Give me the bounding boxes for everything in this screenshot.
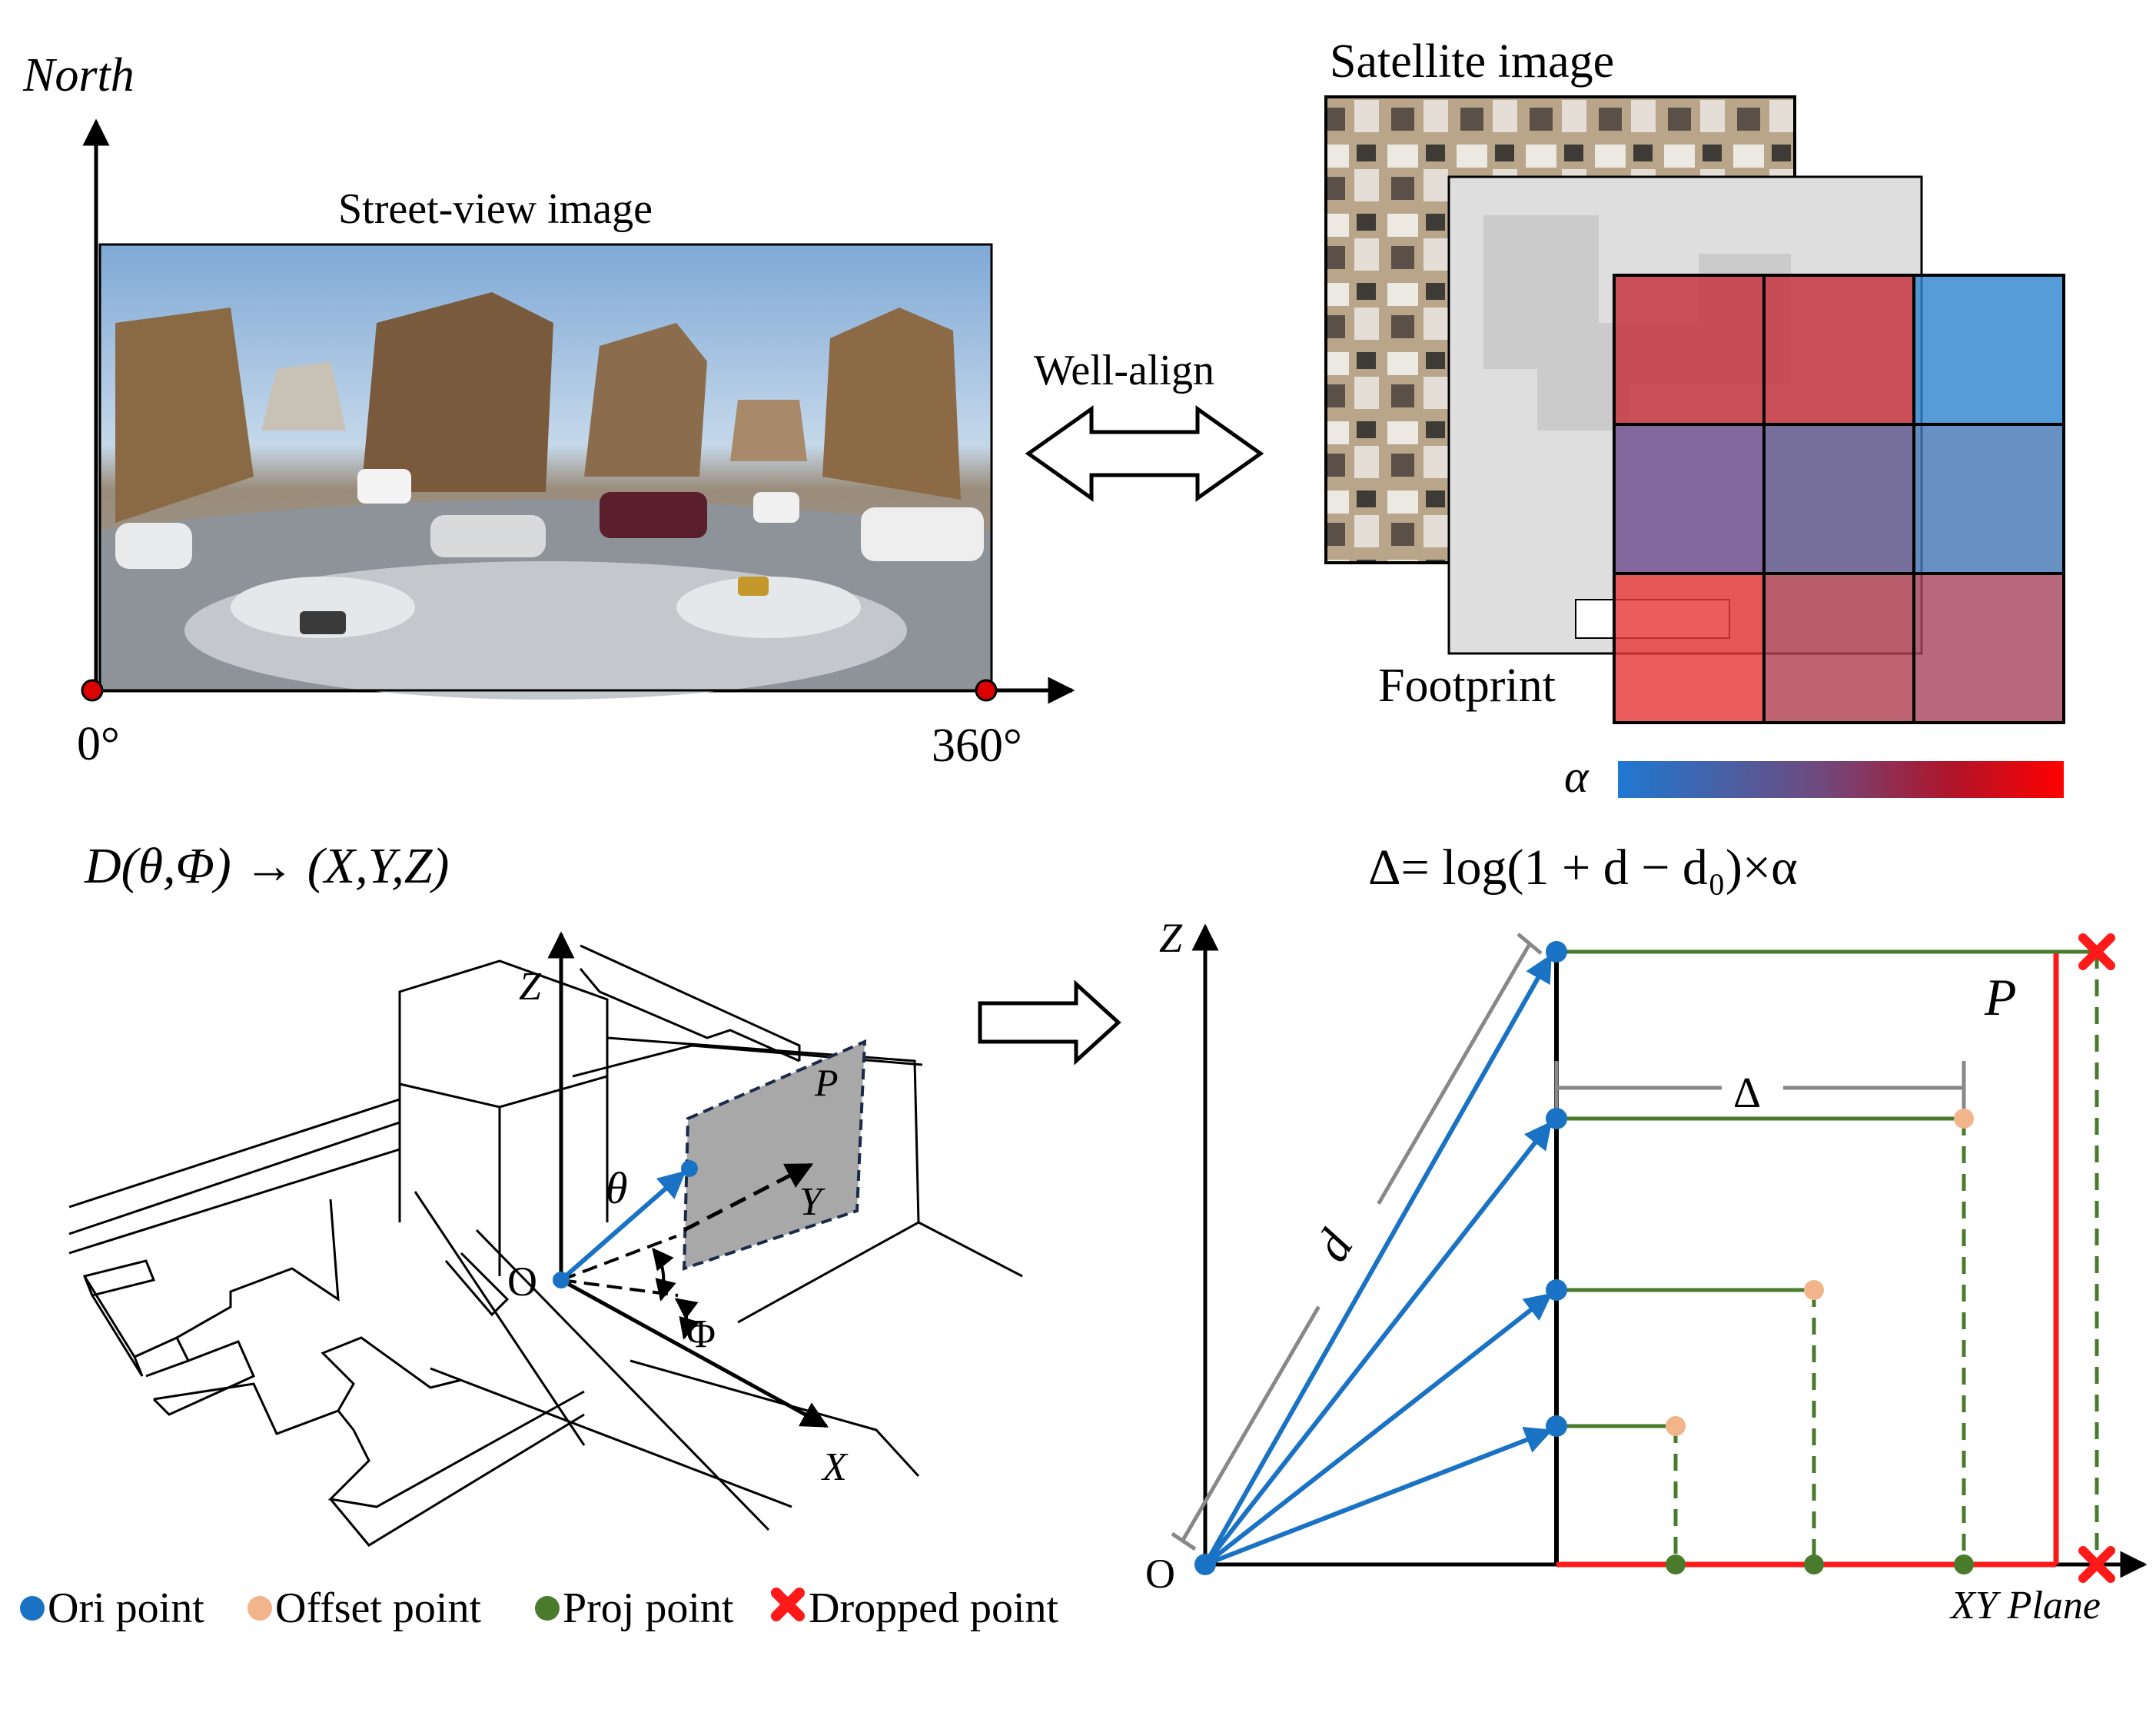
proj-point xyxy=(1954,1554,1974,1574)
building-wireframe xyxy=(68,944,1023,1547)
right-arrow-icon xyxy=(978,979,1121,1066)
ray-arrow xyxy=(1203,1121,1553,1566)
offset-point xyxy=(1804,1280,1824,1300)
grid-cell xyxy=(1762,423,1915,575)
d-measure-tick-bottom xyxy=(1171,1531,1197,1551)
offset-point xyxy=(1666,1416,1686,1436)
theta-label: θ xyxy=(606,1163,628,1213)
ray-arrow xyxy=(1203,953,1553,1566)
grid-cell xyxy=(1613,572,1766,724)
plane-p-2d-label: P xyxy=(1984,968,2017,1026)
phi-arc xyxy=(674,1298,700,1340)
xy-plane-label: XY Plane xyxy=(1949,1584,2101,1628)
alpha-label: α xyxy=(1564,751,1590,802)
grid-cell xyxy=(1912,572,2065,724)
satellite-label: Satellite image xyxy=(1330,35,1614,88)
plane-p-label: P xyxy=(814,1061,839,1104)
satellite-panel: Satellite image Footprint α xyxy=(1324,35,2065,802)
well-align-label: Well-align xyxy=(1034,347,1214,394)
projection-formula: D(θ,Φ) → (X,Y,Z) xyxy=(84,838,449,894)
d-label-bg xyxy=(1280,1181,1390,1314)
origin-label: O xyxy=(507,1258,537,1305)
direction-vector xyxy=(560,1170,686,1282)
plane-p xyxy=(682,1039,867,1271)
legend-offset-label: Offset point xyxy=(275,1584,481,1632)
start-marker-dot xyxy=(81,679,104,702)
legend-proj-dot xyxy=(535,1596,560,1621)
origin-2d-label: O xyxy=(1145,1551,1175,1597)
ray-arrow xyxy=(1204,1426,1553,1567)
angle-guide-upper xyxy=(560,1235,677,1282)
dropped-cross-icon xyxy=(2078,1546,2115,1583)
scene-3d-panel: D(θ,Φ) → (X,Y,Z) xyxy=(20,838,1059,1632)
legend-dropped-cross-icon xyxy=(771,1588,805,1621)
proj-point xyxy=(1666,1554,1686,1574)
deg360-label: 360° xyxy=(932,720,1022,772)
ori-point xyxy=(1546,941,1567,963)
d-measure-tick-top xyxy=(1517,933,1543,955)
footprint-label: Footprint xyxy=(1378,660,1556,712)
z-axis-label: Z xyxy=(519,965,542,1009)
origin-2d-point xyxy=(1194,1554,1216,1575)
grid-cell xyxy=(1762,274,1915,426)
offset-formula: Δ= log(1 + d − d₀)×α xyxy=(1368,840,1798,896)
legend-ori-label: Ori point xyxy=(48,1584,204,1632)
z-axis-2d-label: Z xyxy=(1159,915,1183,961)
alpha-colorbar xyxy=(1618,761,2064,798)
legend-offset-dot xyxy=(247,1596,272,1621)
y-axis xyxy=(683,1162,814,1232)
grid-cell xyxy=(1613,274,1766,426)
end-marker-dot xyxy=(975,679,998,702)
grid-cell xyxy=(1912,423,2065,575)
street-view-panel: North Street-view image xyxy=(22,49,1075,772)
grid-cell xyxy=(1912,274,2065,426)
zero-degree-label: 0° xyxy=(77,718,120,770)
street-view-image xyxy=(98,243,993,700)
origin-point xyxy=(553,1272,570,1288)
target-point xyxy=(681,1160,698,1177)
double-arrow-icon xyxy=(1025,405,1264,502)
proj-point xyxy=(1804,1554,1824,1574)
ray-layer xyxy=(1194,933,2115,1583)
legend-dropped-label: Dropped point xyxy=(809,1584,1059,1632)
legend: Ori point Offset point Proj point Droppe… xyxy=(20,1584,1059,1632)
north-label: North xyxy=(22,49,135,101)
projection-panel: Δ= log(1 + d − d₀)×α Z XY Plane O d Δ P xyxy=(1145,840,2148,1628)
delta-label: Δ xyxy=(1733,1069,1761,1117)
legend-proj-label: Proj point xyxy=(563,1584,734,1632)
alpha-grid xyxy=(1613,274,2065,724)
delta-label-bg xyxy=(1722,1065,1783,1111)
street-view-title: Street-view image xyxy=(338,185,653,233)
grid-cell xyxy=(1613,423,1766,575)
ori-point xyxy=(1546,1415,1567,1437)
ori-point xyxy=(1546,1108,1567,1129)
phi-label: Φ xyxy=(686,1312,716,1356)
ray-arrow xyxy=(1204,1292,1553,1567)
grid-cell xyxy=(1762,572,1915,724)
x-axis-label: X xyxy=(821,1445,849,1489)
well-align-group: Well-align xyxy=(1025,347,1264,502)
y-axis-label: Y xyxy=(799,1180,826,1224)
offset-point xyxy=(1954,1109,1974,1129)
theta-arc xyxy=(652,1247,676,1302)
ori-point xyxy=(1546,1279,1567,1301)
x-axis xyxy=(560,1278,829,1428)
dropped-cross-icon xyxy=(2078,933,2115,970)
legend-ori-dot xyxy=(20,1596,45,1621)
